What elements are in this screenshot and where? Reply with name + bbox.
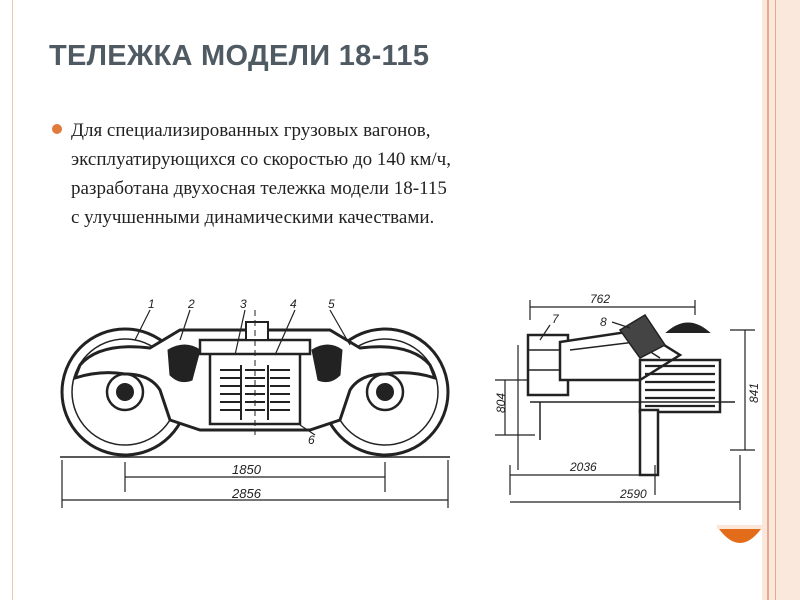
part-label: 7 — [552, 312, 560, 326]
dimension-height-right: 841 — [747, 383, 761, 403]
right-decorative-line — [767, 0, 769, 600]
side-view-labels: 1 2 3 4 5 6 — [148, 297, 335, 447]
bullet-icon — [52, 124, 62, 134]
dimension-gauge: 2036 — [569, 460, 597, 474]
bogie-side-view — [60, 309, 450, 508]
slide-corner-decoration — [717, 525, 763, 543]
part-label: 8 — [600, 315, 607, 329]
dimension-top: 762 — [590, 292, 610, 306]
bogie-section-view — [495, 300, 755, 510]
right-decorative-line-thin — [775, 0, 776, 600]
dimension-overall-length: 2856 — [231, 486, 262, 501]
dimension-height-left: 804 — [494, 393, 508, 413]
part-label: 2 — [187, 297, 195, 311]
paragraph-line: с улучшенными динамическими качествами. — [71, 207, 435, 228]
bogie-drawings: 1 2 3 4 5 6 1850 2856 — [60, 292, 761, 510]
part-label: 5 — [328, 297, 335, 311]
side-view-dimensions: 1850 2856 — [231, 462, 262, 501]
section-view-labels: 7 8 762 2036 2590 — [552, 292, 647, 501]
part-label: 1 — [148, 297, 155, 311]
dimension-overall-width: 2590 — [619, 487, 647, 501]
part-label: 4 — [290, 297, 297, 311]
slide-title: ТЕЛЕЖКА МОДЕЛИ 18-115 — [49, 40, 430, 72]
part-label: 3 — [240, 297, 247, 311]
left-margin-line — [12, 0, 13, 600]
dimension-wheelbase: 1850 — [232, 462, 262, 477]
paragraph-line: разработана двухосная тележка модели 18-… — [71, 178, 447, 199]
paragraph-line: эксплуатирующихся со скоростью до 140 км… — [71, 149, 451, 170]
paragraph-line: Для специализированных грузовых вагонов, — [71, 120, 431, 141]
slide-paragraph: Для специализированных грузовых вагонов,… — [71, 116, 711, 232]
part-label: 6 — [308, 433, 315, 447]
